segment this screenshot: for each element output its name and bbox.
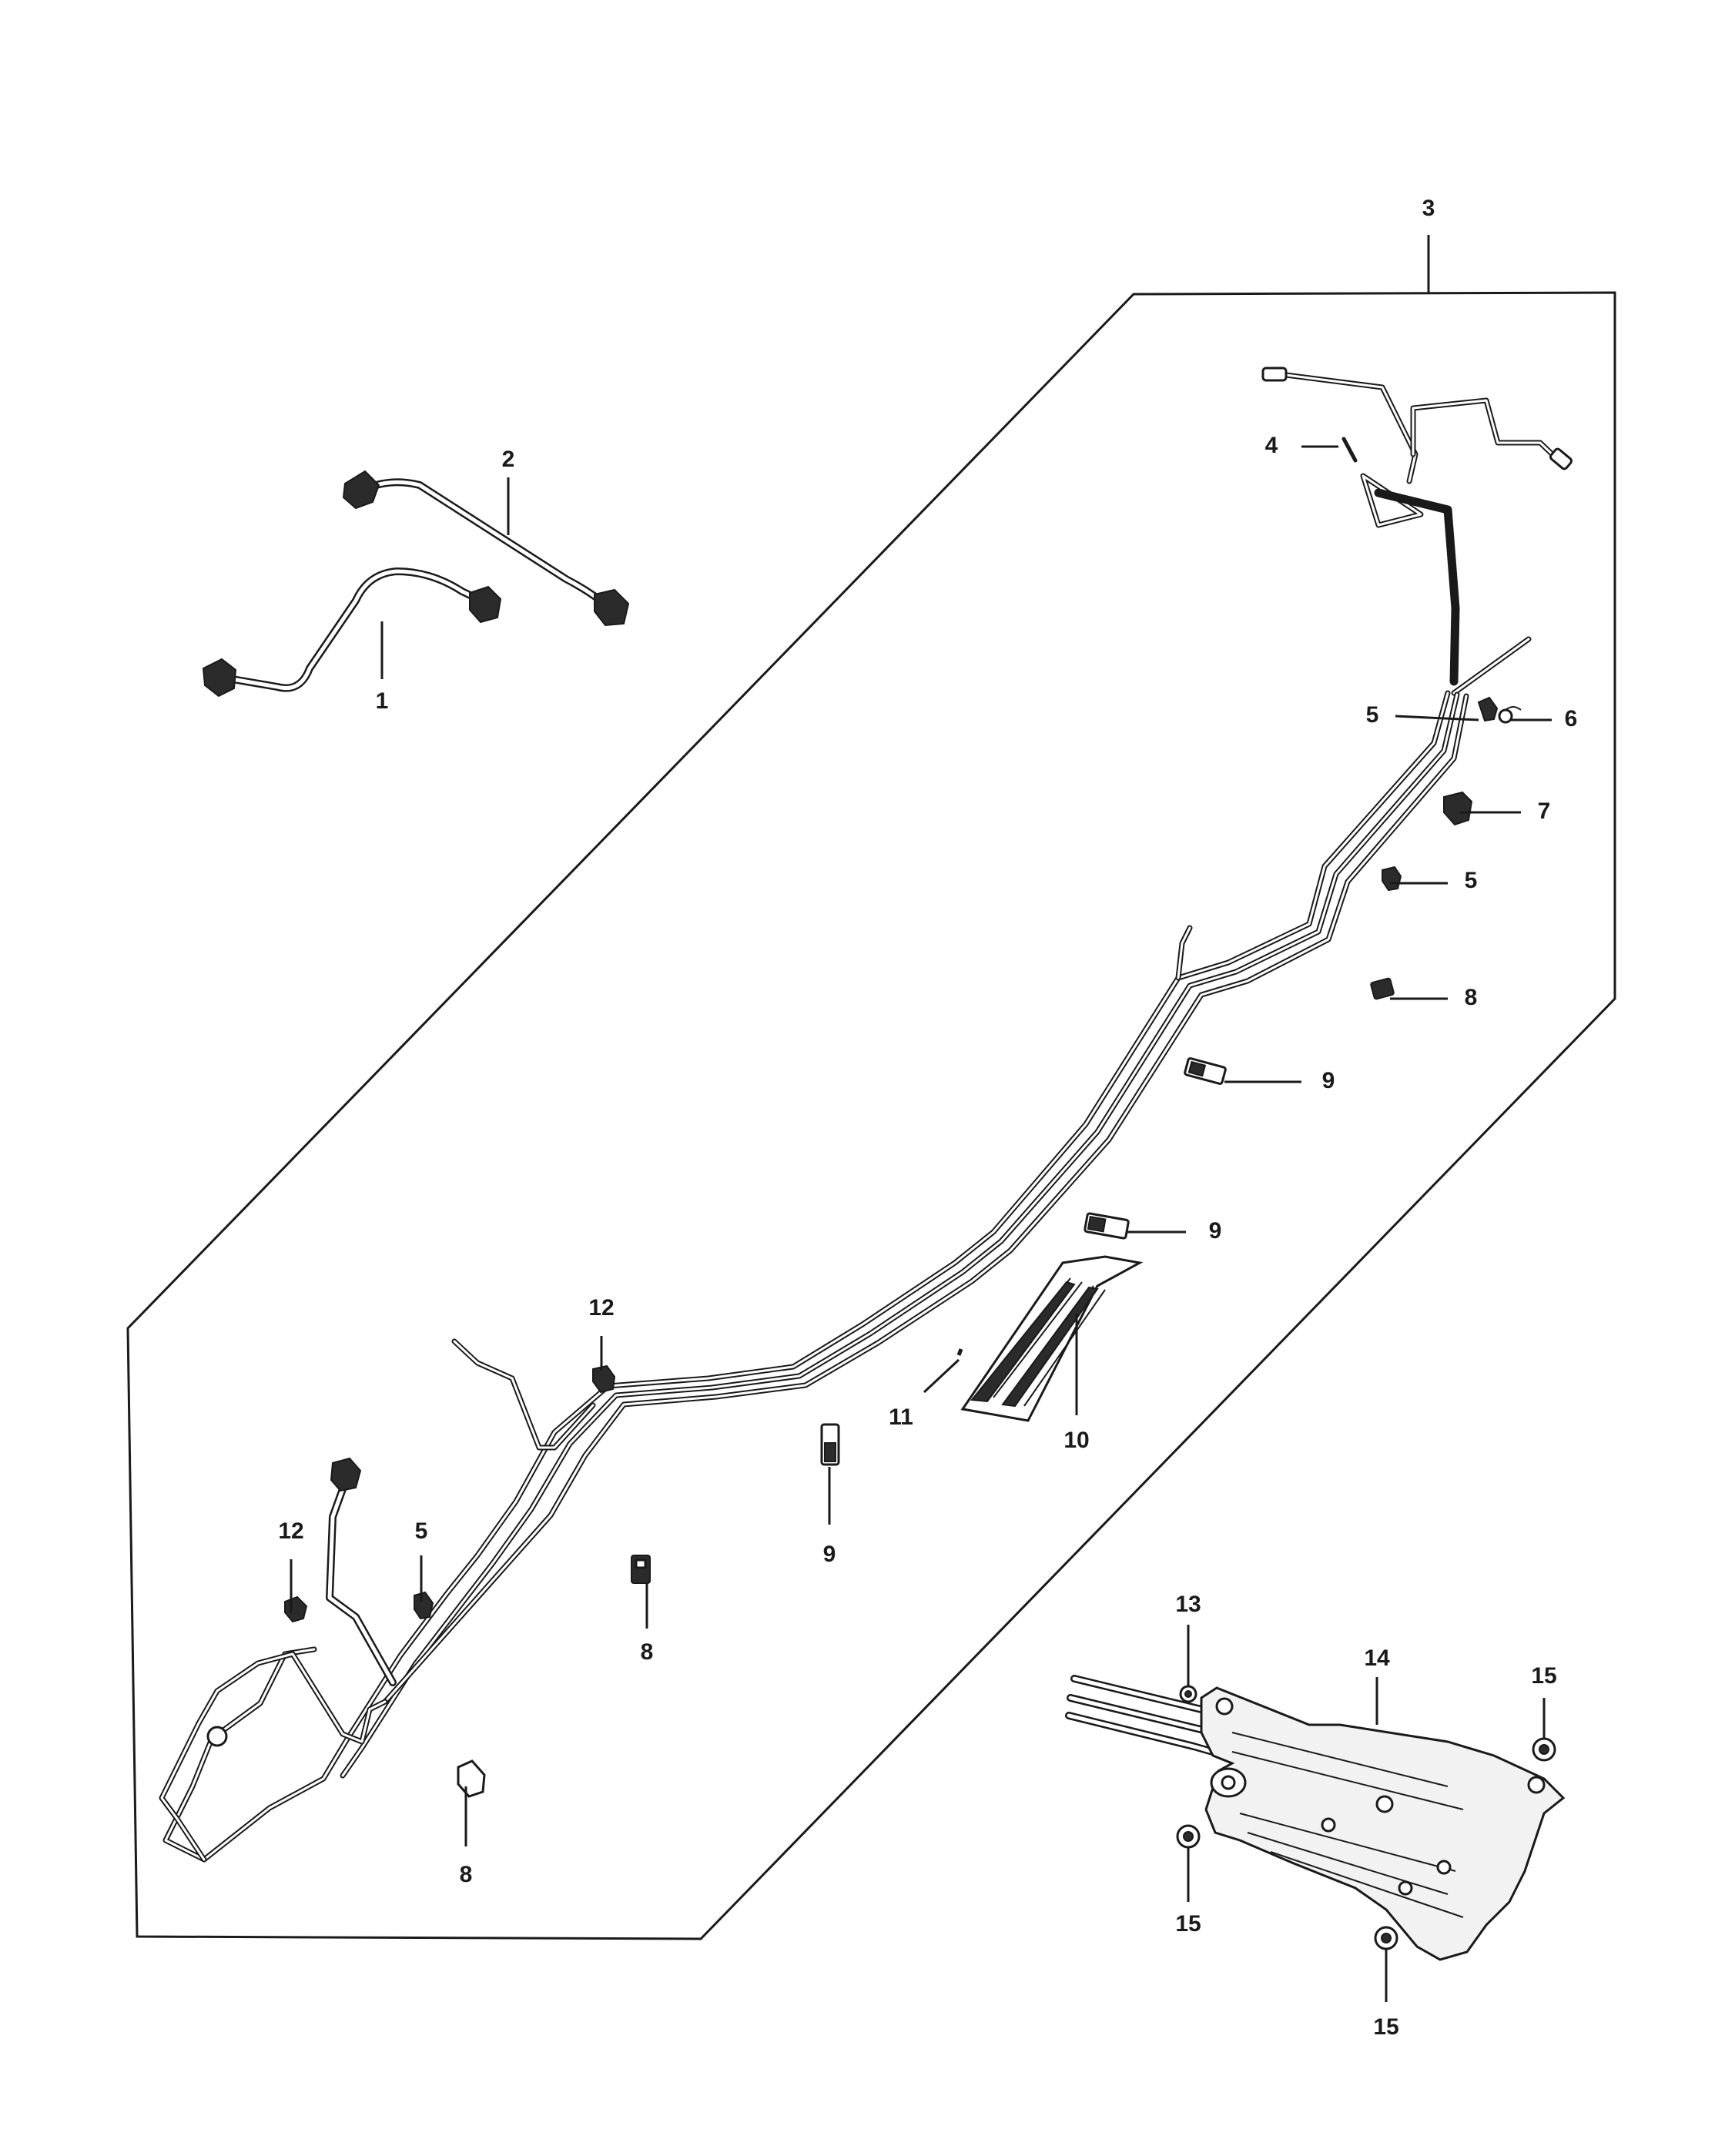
- callout-label-11: 11: [889, 1404, 913, 1430]
- callout-label-5-middle: 5: [1465, 868, 1478, 893]
- part-11-fastener: [956, 1348, 963, 1356]
- line-clip-ring: [206, 1726, 228, 1747]
- callout-label-15-left: 15: [1175, 1911, 1201, 1937]
- callout-label-9-lower: 9: [823, 1542, 836, 1567]
- hose-2: [342, 470, 630, 627]
- part-4-pin: [1341, 437, 1358, 463]
- callout-label-6: 6: [1565, 706, 1578, 732]
- part-5-clip-upper: [1477, 696, 1499, 722]
- callout-label-13: 13: [1175, 1592, 1201, 1617]
- callout-label-5-upper: 5: [1366, 702, 1379, 728]
- part-15-nut-bottom: [1374, 1926, 1398, 1950]
- leader-lines: [290, 235, 1552, 2002]
- part-13-bolt: [1179, 1685, 1197, 1703]
- part-7-clip: [1443, 791, 1473, 826]
- part-5-clip-middle: [1382, 865, 1402, 892]
- callout-label-8-lower: 8: [460, 1862, 473, 1887]
- part-15-nut-left: [1176, 1824, 1201, 1849]
- hose-1: [202, 567, 502, 698]
- callout-label-12-lower: 12: [278, 1518, 303, 1544]
- line-end-fitting: [1549, 447, 1573, 470]
- part-9-clip-middle: [1084, 1212, 1130, 1240]
- callout-label-3: 3: [1422, 196, 1435, 221]
- callout-label-4: 4: [1265, 433, 1278, 458]
- callout-label-9-middle: 9: [1209, 1218, 1222, 1244]
- part-15-nut-right: [1532, 1737, 1556, 1762]
- part-8-clip-upper: [1370, 977, 1395, 1000]
- callout-label-14: 14: [1364, 1645, 1390, 1671]
- part-14-heat-shield-assembly: [1065, 1675, 1566, 1961]
- part-5-clip-lower: [414, 1591, 434, 1620]
- part-12-clip-upper: [592, 1364, 616, 1394]
- callout-label-15-bottom: 15: [1373, 2014, 1398, 2040]
- callout-1-label-2: 2: [502, 447, 515, 472]
- callout-label-1: 1: [376, 688, 389, 714]
- callout-label-15-right: 15: [1531, 1663, 1556, 1689]
- assembly-3-frame: [126, 291, 1616, 1940]
- part-6-clip: [1498, 706, 1522, 724]
- part-8-clip-middle: [631, 1555, 651, 1584]
- part-8-clip-lower: [457, 1759, 486, 1798]
- callout-label-8-upper: 8: [1465, 985, 1478, 1010]
- callout-label-10: 10: [1063, 1428, 1089, 1453]
- part-12-clip-lower: [284, 1595, 308, 1623]
- callout-label-9-upper: 9: [1322, 1068, 1335, 1093]
- line-end-fitting: [1261, 367, 1288, 382]
- callout-label-12-upper: 12: [588, 1295, 614, 1321]
- callout-label-8-middle: 8: [641, 1639, 654, 1665]
- callout-label-7: 7: [1538, 798, 1551, 824]
- part-9-clip-upper: [1184, 1057, 1227, 1085]
- callout-label-5-lower: 5: [415, 1518, 428, 1544]
- fuel-line-bundle-3: [159, 367, 1573, 1863]
- part-10-heat-shield: [960, 1255, 1144, 1422]
- part-9-clip-lower: [820, 1423, 840, 1466]
